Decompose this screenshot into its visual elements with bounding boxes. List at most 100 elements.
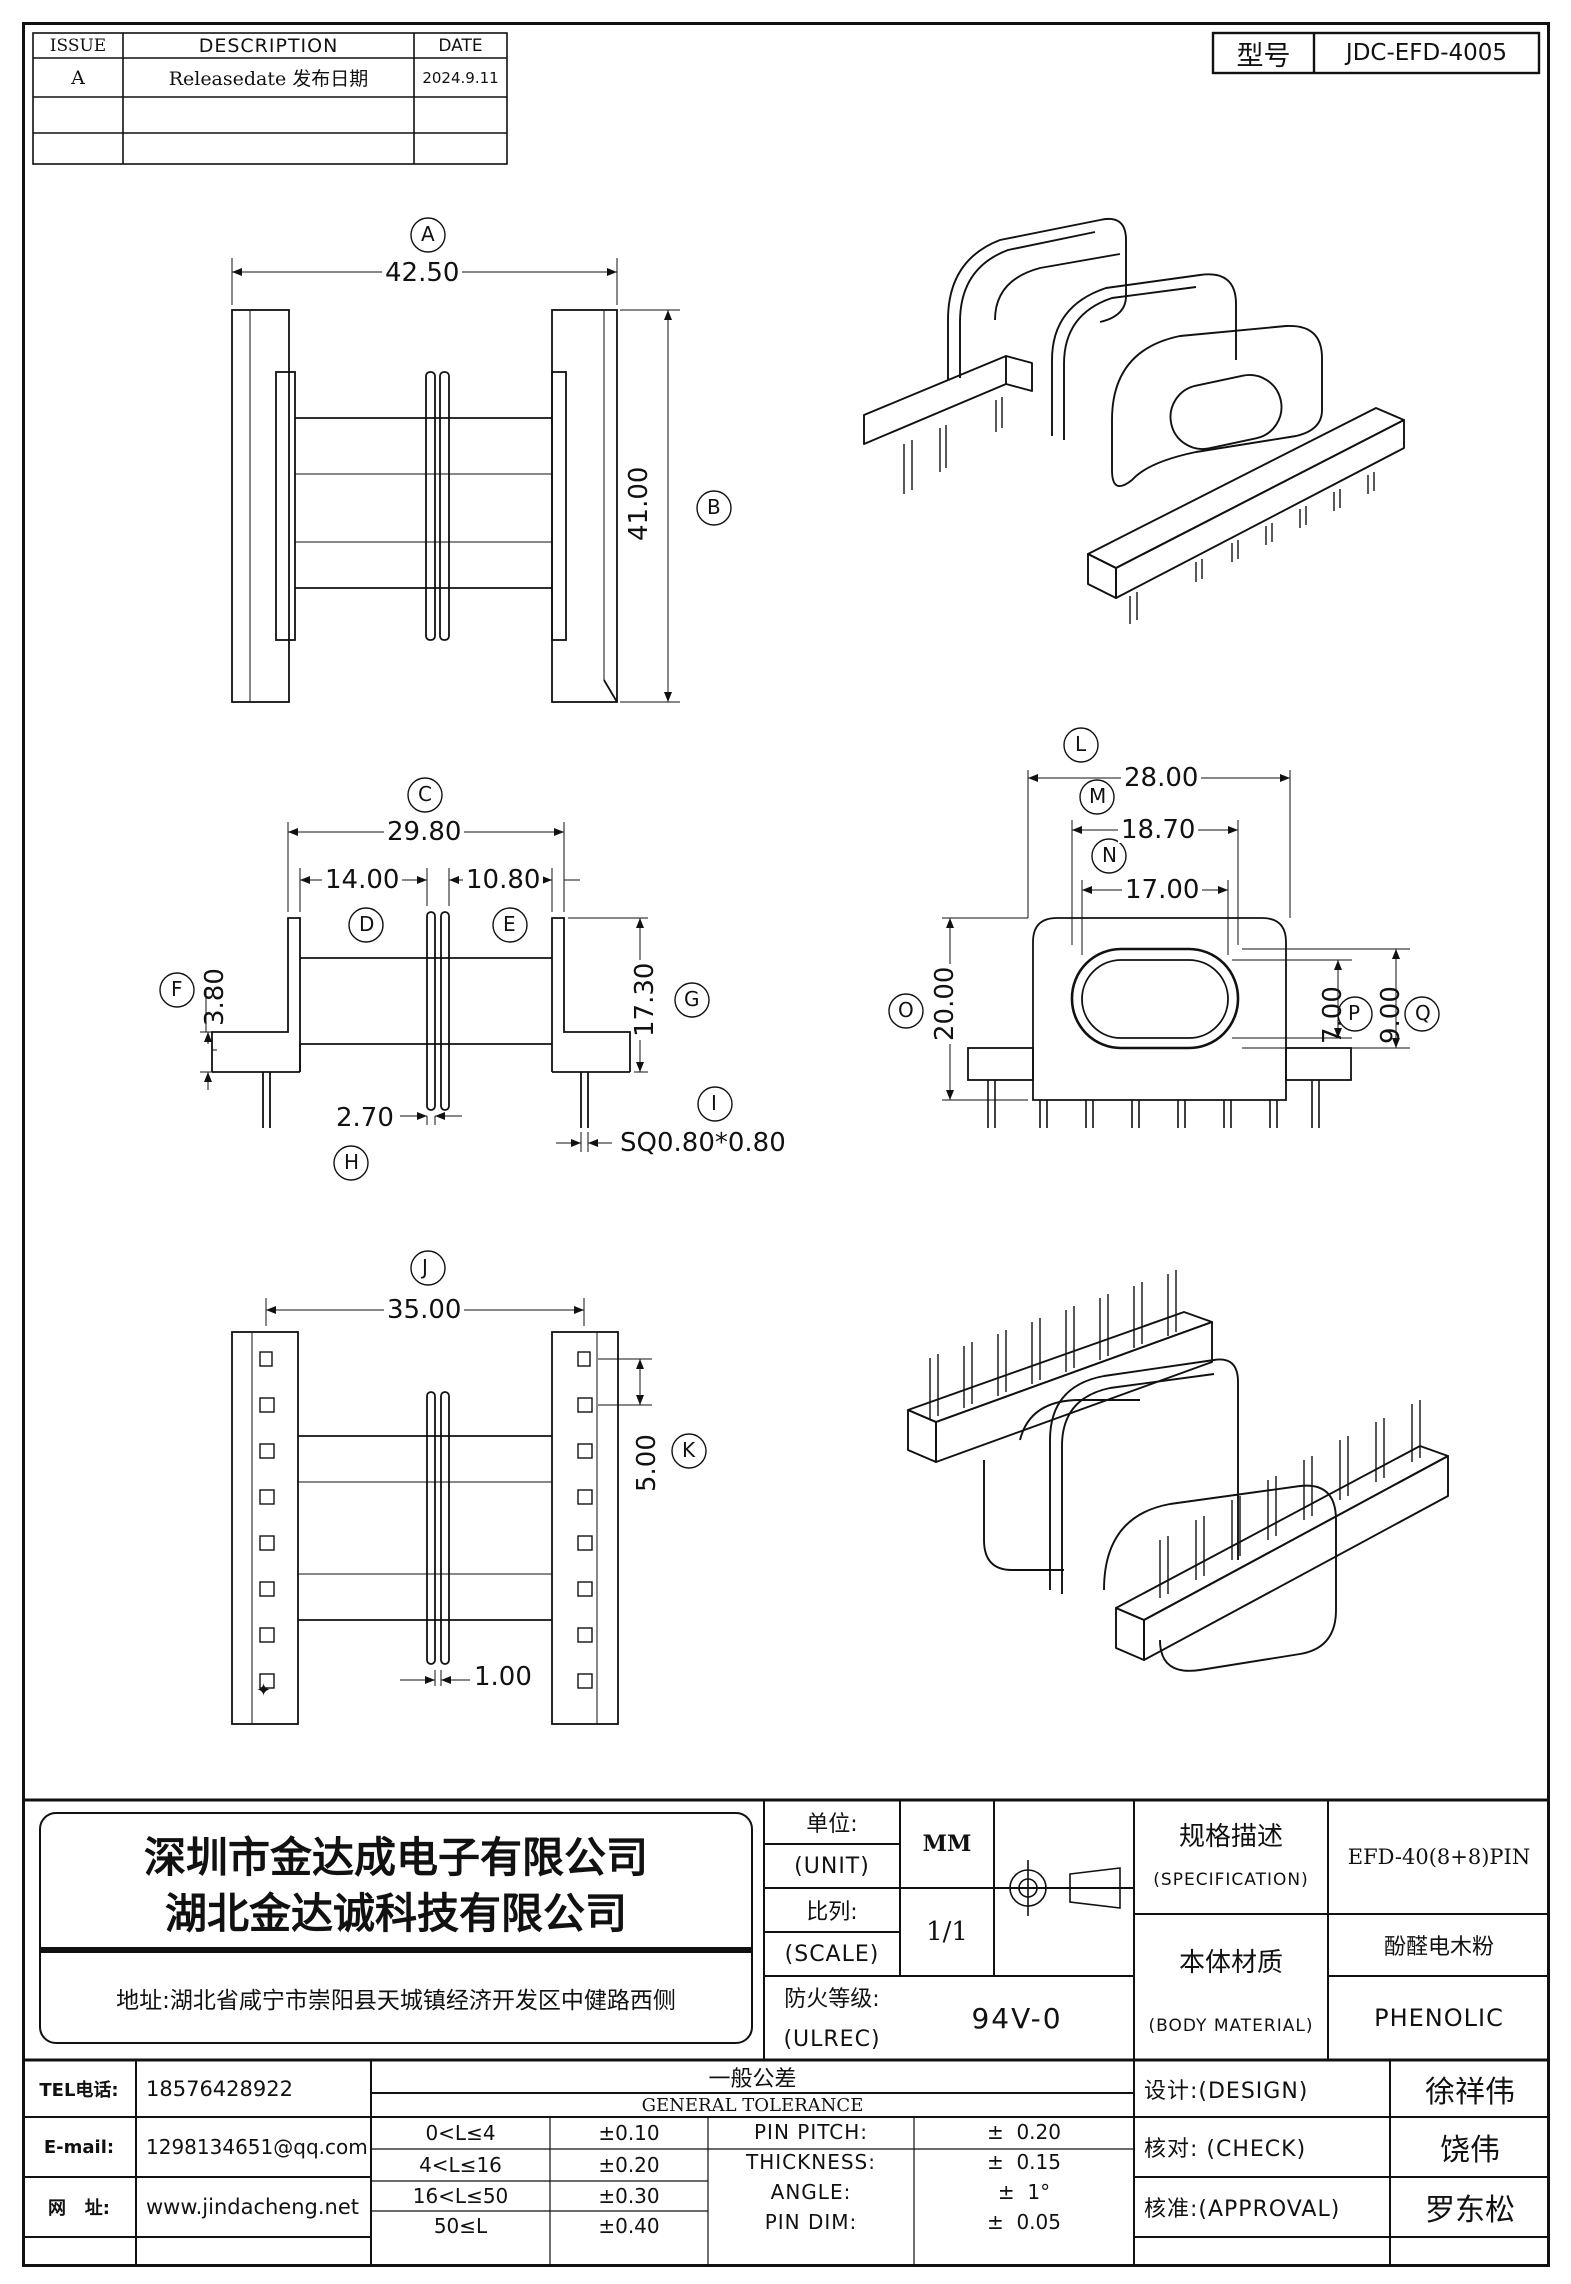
tel-value: 18576428922 bbox=[146, 2076, 293, 2101]
title-block-grid bbox=[22, 1798, 1550, 2267]
range-tol-2: ±0.20 bbox=[598, 2153, 660, 2177]
company-name-2: 湖北金达诚科技有限公司 bbox=[164, 1888, 627, 1938]
angle-label: ANGLE: bbox=[770, 2180, 852, 2204]
thickness-label: THICKNESS: bbox=[746, 2150, 876, 2174]
dim-P-value: 7.00 bbox=[1318, 986, 1348, 1044]
company-address: 地址:湖北省咸宁市崇阳县天城镇经济开发区中健路西侧 bbox=[116, 1988, 676, 2014]
dim-Q-value: 9.00 bbox=[1376, 986, 1406, 1044]
dim-N-label: N bbox=[1102, 843, 1117, 867]
dim-G-label: G bbox=[684, 987, 700, 1011]
front-view bbox=[888, 727, 1440, 1128]
scale-value: 1/1 bbox=[926, 1917, 968, 1947]
approval-name: 罗东松 bbox=[1425, 2193, 1515, 2228]
rev-date: 2024.9.11 bbox=[422, 68, 499, 87]
spec-label-en: (SPECIFICATION) bbox=[1153, 1870, 1309, 1890]
model-label: 型号 bbox=[1236, 40, 1291, 72]
pin-dim-tol: ± 0.05 bbox=[986, 2210, 1061, 2234]
material-value-cn: 酚醛电木粉 bbox=[1383, 1935, 1494, 1960]
dim-L-label: L bbox=[1075, 732, 1087, 756]
check-label: 核对: (CHECK) bbox=[1144, 2137, 1307, 2162]
dim-C-value: 29.80 bbox=[384, 819, 465, 845]
dim-A-label: A bbox=[421, 222, 435, 246]
top-view bbox=[231, 217, 732, 703]
drawing-frame bbox=[22, 22, 1550, 2267]
range-tol-1: ±0.10 bbox=[598, 2121, 660, 2145]
dim-K-value: 5.00 bbox=[632, 1434, 662, 1492]
dim-L-value: 28.00 bbox=[1121, 765, 1202, 791]
angle-tol: ± 1° bbox=[997, 2180, 1051, 2204]
dim-F-label: F bbox=[171, 977, 183, 1001]
revision-table-grid bbox=[32, 32, 508, 165]
web-value: www.jindacheng.net bbox=[146, 2195, 360, 2219]
model-box-outline bbox=[1211, 31, 1541, 75]
dim-M-value: 18.70 bbox=[1118, 817, 1199, 843]
approval-label: 核准:(APPROVAL) bbox=[1144, 2197, 1341, 2222]
iso-view-top bbox=[863, 218, 1405, 624]
material-label-en: (BODY MATERIAL) bbox=[1148, 2016, 1314, 2036]
rev-header-date: DATE bbox=[438, 35, 483, 56]
bottom-view bbox=[231, 1250, 707, 1725]
unit-label-en: (UNIT) bbox=[794, 1853, 870, 1879]
company-name-1: 深圳市金达成电子有限公司 bbox=[143, 1832, 648, 1882]
pin-dim-label: PIN DIM: bbox=[764, 2210, 858, 2234]
unit-label-cn: 单位: bbox=[806, 1812, 858, 1837]
model-number: JDC-EFD-4005 bbox=[1345, 40, 1508, 66]
material-label-cn: 本体材质 bbox=[1178, 1947, 1283, 1978]
design-name: 徐祥伟 bbox=[1425, 2074, 1515, 2110]
dim-I-value: SQ0.80*0.80 bbox=[620, 1128, 786, 1158]
tolerance-title-cn: 一般公差 bbox=[708, 2066, 797, 2092]
unit-value: MM bbox=[922, 1831, 972, 1857]
scale-label-en: (SCALE) bbox=[784, 1941, 880, 1967]
rev-description: Releasedate 发布日期 bbox=[168, 68, 369, 90]
tel-label: TEL电话: bbox=[39, 2079, 119, 2101]
fire-label-cn: 防火等级: bbox=[784, 1987, 880, 2012]
dim-N-value: 17.00 bbox=[1122, 877, 1203, 903]
range-4: 50≤L bbox=[433, 2214, 488, 2238]
design-label: 设计:(DESIGN) bbox=[1144, 2078, 1309, 2104]
dim-B-value: 41.00 bbox=[624, 463, 654, 544]
dim-W-value: 1.00 bbox=[474, 1662, 532, 1692]
dim-O-label: O bbox=[898, 998, 914, 1022]
spec-value: EFD-40(8+8)PIN bbox=[1347, 1845, 1531, 1869]
material-value-en: PHENOLIC bbox=[1374, 2004, 1504, 2032]
dim-I-label: I bbox=[711, 1091, 717, 1115]
thickness-tol: ± 0.15 bbox=[986, 2150, 1061, 2174]
dim-Q-label: Q bbox=[1415, 1001, 1431, 1025]
dim-H-value: 2.70 bbox=[336, 1103, 394, 1133]
rev-issue: A bbox=[71, 66, 85, 89]
email-value: 1298134651@qq.com bbox=[146, 2135, 368, 2159]
side-view bbox=[159, 777, 733, 1181]
iso-view-bottom bbox=[907, 1270, 1449, 1672]
dim-E-value: 10.80 bbox=[463, 867, 544, 893]
dim-O-value: 20.00 bbox=[930, 963, 960, 1044]
check-name: 饶伟 bbox=[1440, 2133, 1500, 2168]
pin1-marker: ✦ bbox=[256, 1680, 272, 1701]
rev-header-description: DESCRIPTION bbox=[198, 34, 339, 57]
fire-label-en: (ULREC) bbox=[783, 2026, 881, 2052]
dim-K-label: K bbox=[682, 1438, 696, 1462]
dim-E-label: E bbox=[503, 912, 516, 936]
dim-H-label: H bbox=[344, 1150, 360, 1174]
dim-C-label: C bbox=[418, 782, 432, 806]
fire-rating-value: 94V-0 bbox=[971, 2001, 1063, 2035]
dim-F-value: 3.80 bbox=[200, 968, 230, 1026]
dim-D-label: D bbox=[359, 912, 375, 936]
dim-J-label: J bbox=[422, 1255, 428, 1279]
email-label: E-mail: bbox=[43, 2136, 115, 2158]
dim-P-label: P bbox=[1348, 1001, 1361, 1025]
dim-J-value: 35.00 bbox=[384, 1297, 465, 1323]
range-1: 0<L≤4 bbox=[425, 2121, 496, 2145]
rev-header-issue: ISSUE bbox=[49, 35, 107, 56]
dim-A-value: 42.50 bbox=[382, 260, 463, 286]
range-tol-4: ±0.40 bbox=[598, 2214, 660, 2238]
dim-B-label: B bbox=[707, 495, 721, 519]
spec-label-cn: 规格描述 bbox=[1178, 1821, 1283, 1852]
scale-label-cn: 比列: bbox=[806, 1900, 858, 1925]
pin-pitch-tol: ± 0.20 bbox=[986, 2120, 1061, 2144]
dim-M-label: M bbox=[1089, 784, 1107, 808]
range-3: 16<L≤50 bbox=[412, 2184, 509, 2208]
dim-G-value: 17.30 bbox=[630, 959, 660, 1040]
range-2: 4<L≤16 bbox=[419, 2153, 502, 2177]
dim-D-value: 14.00 bbox=[322, 867, 403, 893]
